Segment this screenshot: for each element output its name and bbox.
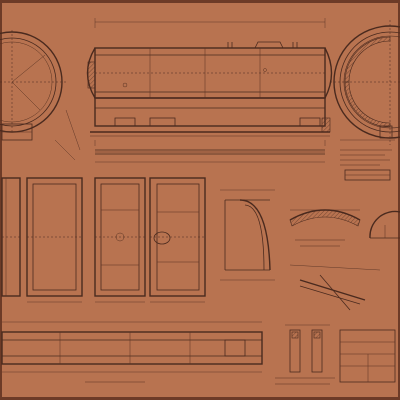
- panel-detail-4: [149, 177, 206, 303]
- end-view-left: [0, 30, 81, 161]
- curved-sheet-detail: [220, 189, 275, 281]
- end-view-right: [330, 20, 400, 145]
- radius-detail: [369, 210, 400, 239]
- bottom-small-sections: [285, 324, 330, 373]
- panel-detail-3: [94, 177, 146, 303]
- bottom-long-section: [1, 321, 263, 373]
- side-elevation-tank: [86, 18, 333, 146]
- title-block: [339, 329, 396, 383]
- panel-detail-2: [26, 177, 83, 303]
- paper-background: [2, 3, 398, 397]
- bottom-notes: [85, 377, 335, 385]
- panel-detail-1: [1, 177, 21, 297]
- bracket-detail: [289, 264, 381, 311]
- arc-plate-detail: [289, 209, 361, 247]
- note-block-right: [340, 149, 392, 181]
- rail-section-strip: [95, 149, 325, 163]
